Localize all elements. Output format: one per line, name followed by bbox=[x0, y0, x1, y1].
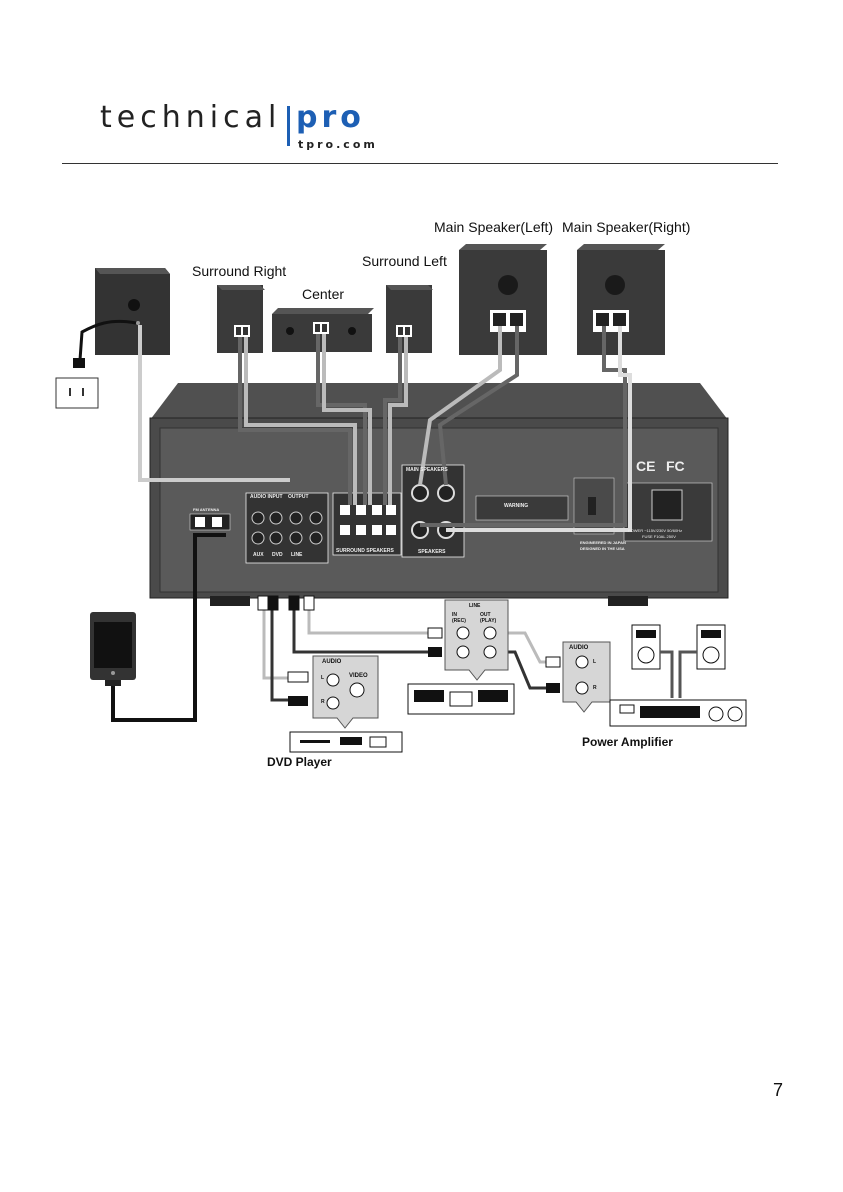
amplifier-callout bbox=[545, 641, 611, 713]
label-main-speaker-right: Main Speaker(Right) bbox=[562, 219, 691, 235]
recorder-line-label: LINE bbox=[469, 603, 481, 609]
panel-ce-mark: CE bbox=[636, 458, 656, 474]
header-rule bbox=[62, 163, 778, 164]
brand-wordmark: technical bbox=[100, 100, 282, 135]
power-amplifier bbox=[609, 699, 747, 727]
panel-warning: WARNING bbox=[504, 503, 529, 509]
dvd-callout bbox=[287, 655, 379, 729]
panel-dvd: DVD bbox=[272, 552, 283, 558]
phone-cable bbox=[111, 533, 226, 722]
label-surround-right: Surround Right bbox=[192, 263, 287, 279]
panel-power: POWER ~115V/230V 50/60Hz bbox=[628, 528, 683, 533]
dvd-player bbox=[289, 731, 403, 753]
small-speaker-left bbox=[631, 624, 661, 670]
phone-device bbox=[90, 612, 136, 686]
brand-pro: pro bbox=[296, 100, 365, 135]
dvd-video-label: VIDEO bbox=[349, 673, 368, 679]
label-power-amplifier: Power Amplifier bbox=[582, 735, 673, 749]
recorder-in-label: IN (REC) bbox=[452, 612, 466, 624]
amp-audio-label: AUDIO bbox=[569, 645, 589, 651]
brand-divider bbox=[287, 106, 290, 146]
panel-fuse: FUSE F10AL 250V bbox=[642, 534, 676, 539]
label-center: Center bbox=[302, 286, 345, 302]
recorder-callout bbox=[427, 599, 509, 681]
label-surround-left: Surround Left bbox=[362, 253, 447, 269]
panel-aux: AUX bbox=[253, 552, 264, 558]
panel-surround-speakers: SURROUND SPEAKERS bbox=[336, 548, 394, 554]
cassette-deck bbox=[407, 683, 515, 715]
panel-engineered: ENGINEERED IN JAPAN bbox=[580, 540, 626, 545]
dvd-audio-label: AUDIO bbox=[322, 659, 342, 665]
panel-main-speakers: MAIN SPEAKERS bbox=[406, 467, 448, 473]
receiver-back-panel bbox=[149, 383, 729, 606]
dvd-r-label: R bbox=[321, 699, 325, 705]
panel-output: OUTPUT bbox=[288, 494, 309, 500]
panel-fc-mark: FC bbox=[666, 458, 685, 474]
plug-icon bbox=[73, 358, 85, 368]
panel-audio-input: AUDIO INPUT bbox=[250, 494, 283, 500]
main-speaker-left bbox=[459, 244, 547, 355]
panel-speakers: SPEAKERS bbox=[418, 549, 446, 555]
panel-designed: DESIGNED IN THE USA bbox=[580, 546, 625, 551]
brand-url: tpro.com bbox=[298, 138, 378, 151]
small-speaker-right bbox=[696, 624, 726, 670]
subwoofer bbox=[95, 268, 170, 355]
page-number: 7 bbox=[772, 1080, 783, 1100]
label-dvd-player: DVD Player bbox=[267, 755, 332, 769]
dvd-l-label: L bbox=[321, 675, 325, 681]
surround-left-speaker bbox=[386, 285, 433, 353]
recorder-out-label: OUT (PLAY) bbox=[480, 612, 497, 624]
amp-l-label: L bbox=[593, 659, 597, 665]
power-cord bbox=[78, 319, 137, 361]
label-main-speaker-left: Main Speaker(Left) bbox=[434, 219, 554, 235]
panel-fm-antenna: FM ANTENNA bbox=[193, 507, 220, 512]
panel-line: LINE bbox=[291, 552, 303, 558]
outlet-icon bbox=[55, 377, 99, 409]
amp-r-label: R bbox=[593, 685, 597, 691]
